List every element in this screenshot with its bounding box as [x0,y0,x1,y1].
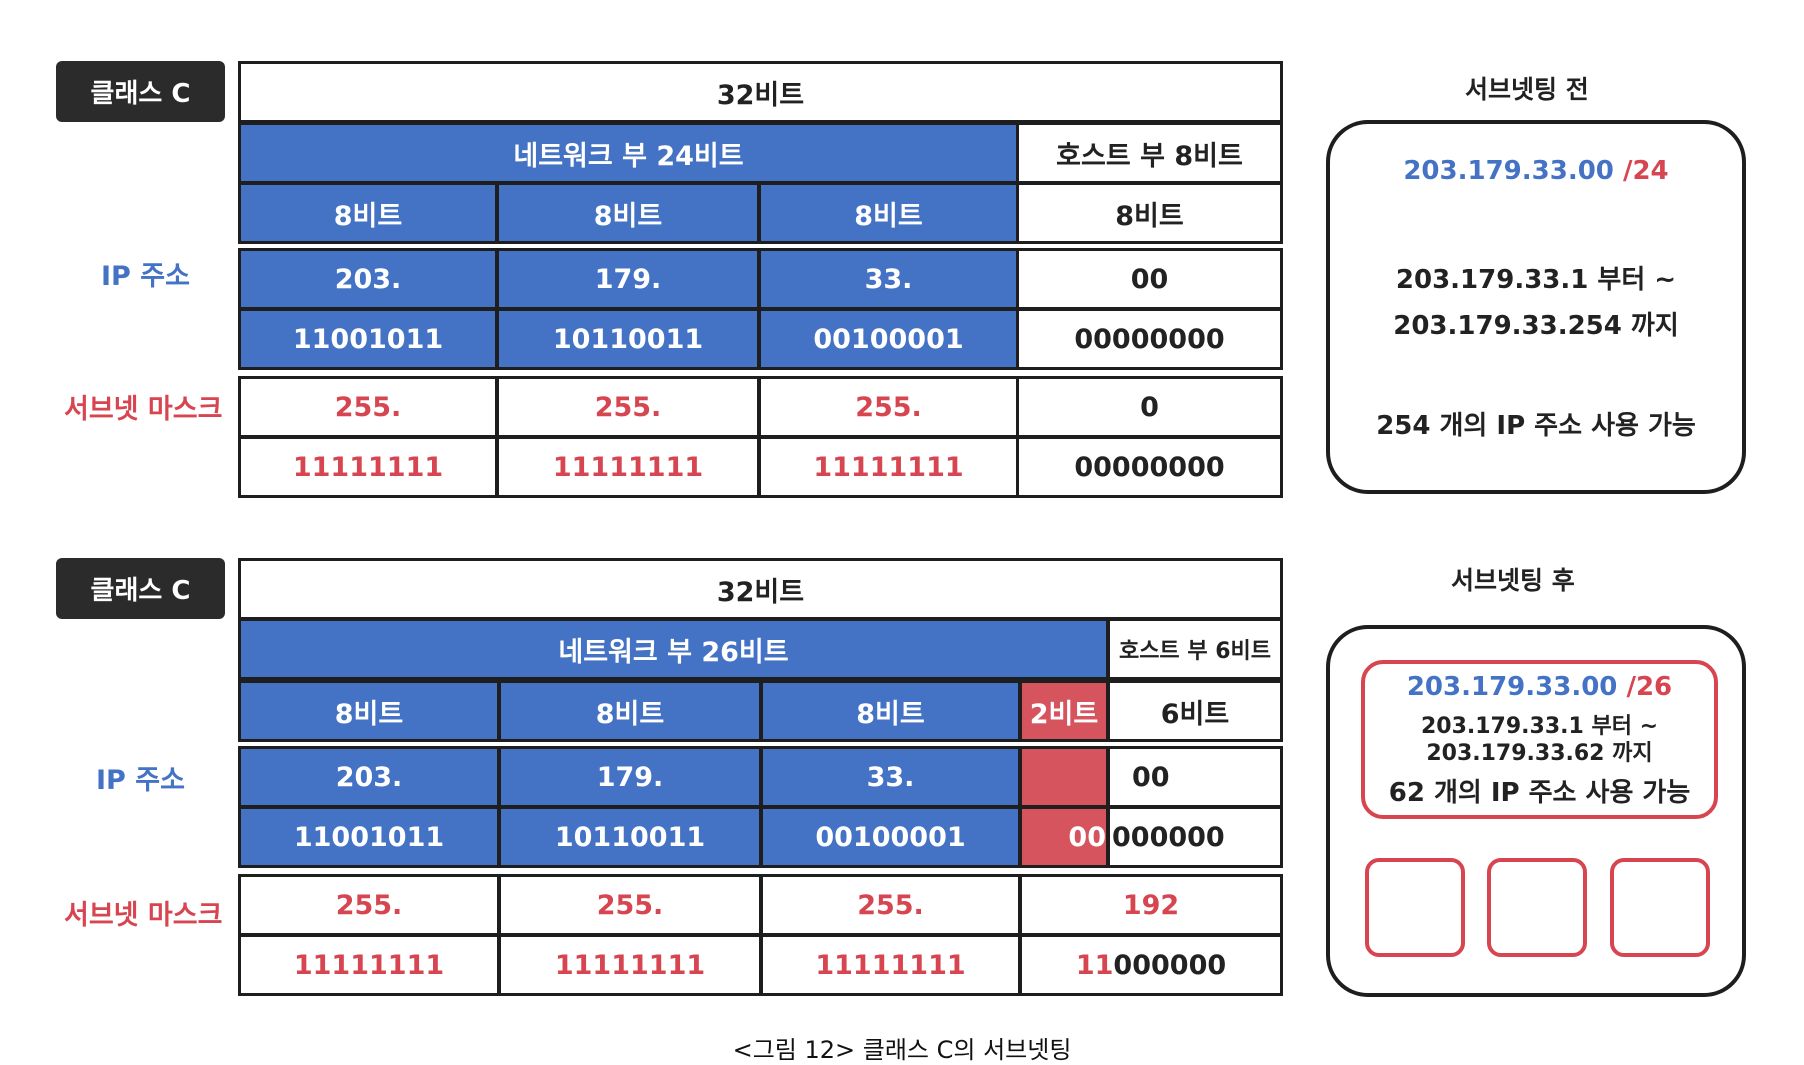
mask-label-bottom: 서브넷 마스크 [64,900,223,931]
mask-decimal-top-3: 255. [758,376,1019,438]
ip-decimal-bottom-3: 33. [760,746,1021,808]
mask-label-top: 서브넷 마스크 [64,394,223,425]
mask-binary-bottom-2: 11111111 [498,934,762,996]
summary-box-top [1326,120,1746,494]
summary-range-start-bottom: 203.179.33.1 부터 ~ [1420,714,1659,739]
ip-decimal-top-3: 33. [758,248,1019,310]
ip-binary-bottom-1: 11001011 [238,806,500,868]
octet-bits-top-3: 8비트 [758,182,1019,244]
octet-bits-bottom-2: 8비트 [498,680,762,742]
mask-decimal-bottom-1: 255. [238,874,500,936]
ip-binary-top-2: 10110011 [496,308,760,370]
ip-decimal-bottom-2: 179. [498,746,762,808]
summary-net-address-bottom: 203.179.33.00 [1406,672,1618,702]
ip-decimal-bottom-1: 203. [238,746,500,808]
network-part-bottom: 네트워크 부 26비트 [238,618,1109,680]
mask-binary-bottom-3: 11111111 [760,934,1021,996]
mask-binary-bottom-4-host: 000000 [1113,949,1227,981]
ip-decimal-top-1: 203. [238,248,498,310]
ip-binary-top-1: 11001011 [238,308,498,370]
mask-binary-bottom-4-network: 11 [1075,949,1114,981]
host-part-bottom: 호스트 부 6비트 [1107,618,1283,680]
ip-binary-bottom-host: 000000 [1107,806,1283,868]
class-label-bottom: 클래스 C [56,558,225,619]
total-bits-top: 32비트 [238,61,1283,123]
ip-binary-top-4: 00000000 [1016,308,1283,370]
summary-count-top: 254 개의 IP 주소 사용 가능 [1376,411,1696,441]
summary-range-end-bottom: 203.179.33.62 까지 [1426,741,1653,766]
summary-network-bottom: 203.179.33.00 /26 [1361,672,1718,702]
octet-bits-top-4: 8비트 [1016,182,1283,244]
mask-binary-top-4: 00000000 [1016,436,1283,498]
summary-title-bottom: 서브넷팅 후 [1451,566,1575,595]
mask-binary-top-2: 11111111 [496,436,760,498]
octet-bits-top-1: 8비트 [238,182,498,244]
ip-label-bottom: IP 주소 [96,765,185,796]
mask-decimal-bottom-4: 192 [1019,874,1283,936]
summary-network-top: 203.179.33.00 /24 [1326,156,1746,186]
octet-bits-bottom-3: 8비트 [760,680,1021,742]
summary-prefix-bottom: /26 [1626,672,1673,702]
summary-range-end-top: 203.179.33.254 까지 [1393,311,1679,341]
summary-box-bottom [1326,625,1746,997]
summary-prefix-top: /24 [1622,156,1669,186]
ip-label-top: IP 주소 [101,261,190,292]
subnet-box-active [1361,660,1718,819]
summary-net-address-top: 203.179.33.00 [1403,156,1614,186]
ip-decimal-top-4: 00 [1016,248,1283,310]
class-label-top: 클래스 C [56,61,225,122]
mask-decimal-bottom-3: 255. [760,874,1021,936]
ip-binary-bottom-3: 00100001 [760,806,1021,868]
mask-decimal-top-2: 255. [496,376,760,438]
mask-binary-top-1: 11111111 [238,436,498,498]
figure-caption: <그림 12> 클래스 C의 서브넷팅 [732,1036,1072,1064]
summary-title-top: 서브넷팅 전 [1465,75,1589,104]
summary-range-start-top: 203.179.33.1 부터 ~ [1395,265,1677,295]
ip-decimal-bottom-borrowed [1019,746,1109,808]
octet-bits-bottom-1: 8비트 [238,680,500,742]
network-part-top: 네트워크 부 24비트 [238,122,1019,184]
octet-bits-top-2: 8비트 [496,182,760,244]
ip-decimal-bottom-4: 00 [1107,746,1283,808]
ip-binary-bottom-2: 10110011 [498,806,762,868]
ip-binary-bottom-borrowed: 00 [1019,806,1109,868]
host-part-top: 호스트 부 8비트 [1016,122,1283,184]
host-bits-bottom: 6비트 [1107,680,1283,742]
ip-binary-top-3: 00100001 [758,308,1019,370]
mask-decimal-top-4: 0 [1016,376,1283,438]
borrowed-bits-bottom: 2비트 [1019,680,1109,742]
ip-decimal-top-2: 179. [496,248,760,310]
subnet-box-3 [1487,858,1587,957]
mask-decimal-top-1: 255. [238,376,498,438]
total-bits-bottom: 32비트 [238,558,1283,620]
summary-count-bottom: 62 개의 IP 주소 사용 가능 [1388,778,1691,808]
mask-binary-top-3: 11111111 [758,436,1019,498]
subnet-box-2 [1365,858,1465,957]
subnet-box-4 [1610,858,1710,957]
mask-decimal-bottom-2: 255. [498,874,762,936]
mask-binary-bottom-1: 11111111 [238,934,500,996]
